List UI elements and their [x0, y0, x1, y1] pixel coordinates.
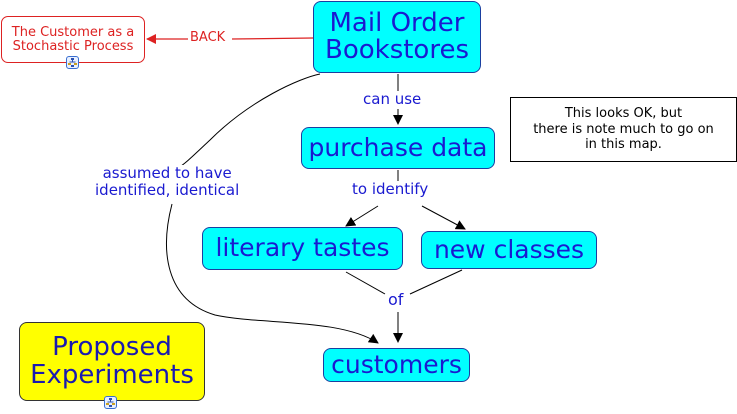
link-label-to-identify: to identify: [352, 180, 429, 199]
assumed-line-bottom: [166, 203, 379, 344]
link-label-assumed: assumed to have identified, identical: [95, 164, 240, 200]
toidentify-line-right: [421, 205, 466, 230]
node-stochastic-process[interactable]: The Customer as a Stochastic Process: [1, 16, 145, 63]
link-label-can-use: can use: [363, 90, 422, 109]
assumed-line-top: [177, 73, 321, 169]
node-customers[interactable]: customers: [323, 348, 470, 382]
link-label-of: of: [388, 290, 404, 310]
node-purchase-data[interactable]: purchase data: [301, 127, 495, 169]
of-line-left: [345, 271, 386, 295]
of-line-right: [409, 269, 463, 295]
node-literary-tastes[interactable]: literary tastes: [202, 227, 403, 270]
concept-map-link-icon[interactable]: [104, 396, 117, 409]
toidentify-line-left: [345, 205, 379, 227]
comment-note: This looks OK, but there is note much to…: [510, 97, 737, 162]
back-line-right: [231, 37, 314, 40]
node-mail-order-bookstores[interactable]: Mail Order Bookstores: [313, 1, 481, 73]
node-proposed-experiments[interactable]: Proposed Experiments: [19, 322, 205, 401]
node-new-classes[interactable]: new classes: [421, 231, 597, 269]
concept-map-link-icon[interactable]: [66, 56, 79, 69]
link-label-back: BACK: [190, 30, 226, 46]
